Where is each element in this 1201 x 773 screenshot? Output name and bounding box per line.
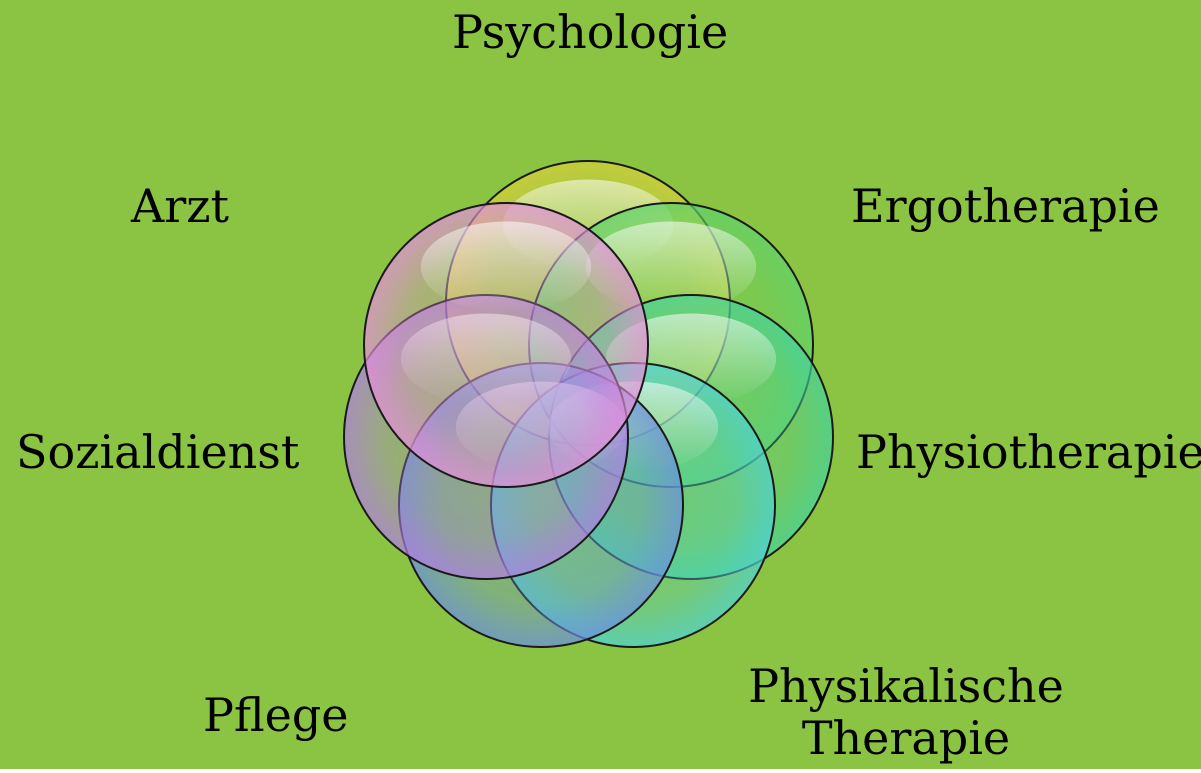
label-physikalische-therapie: Physikalische Therapie <box>736 660 1076 764</box>
label-physikalische-line2: Therapie <box>736 712 1076 764</box>
label-psychologie: Psychologie <box>452 6 728 58</box>
label-physiotherapie: Physiotherapie <box>856 426 1201 478</box>
label-physikalische-line1: Physikalische <box>736 660 1076 712</box>
circle-highlight-arzt <box>421 221 591 312</box>
label-ergotherapie: Ergotherapie <box>851 180 1160 232</box>
label-pflege: Pflege <box>203 689 349 741</box>
label-sozialdienst: Sozialdienst <box>16 426 299 478</box>
label-arzt: Arzt <box>131 180 229 232</box>
